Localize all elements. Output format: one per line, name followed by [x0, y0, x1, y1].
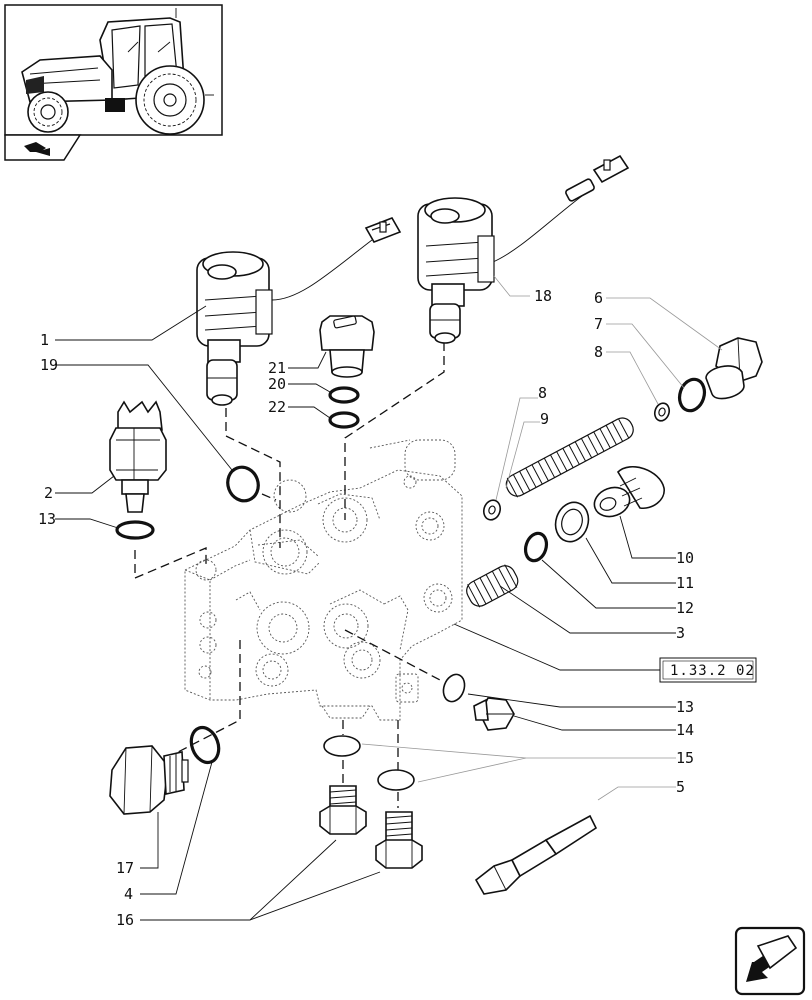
callout-label: 20: [268, 375, 286, 393]
pressure-switch: [109, 400, 167, 540]
leader-lines: [55, 275, 723, 921]
callout-label: 12: [676, 599, 694, 617]
callout-label: 4: [124, 885, 133, 903]
spring-3: [466, 564, 519, 608]
callout-labels: 1 19 2 13 21 20 22 18 6 7 8 8 9 10 11 12…: [38, 287, 694, 929]
back-arrow-icon[interactable]: [734, 926, 806, 996]
plug-21: [319, 315, 375, 429]
solenoid-valve-right: [417, 154, 630, 344]
plug-14: [473, 697, 515, 731]
callout-label: 15: [676, 749, 694, 767]
callout-label: 8: [538, 384, 547, 402]
plug-6: [705, 337, 763, 400]
callout-label: 17: [116, 859, 134, 877]
callout-label: 6: [594, 289, 603, 307]
callout-label: 18: [534, 287, 552, 305]
callout-label: 21: [268, 359, 286, 377]
callout-label: 16: [116, 911, 134, 929]
bolt-16-right: [375, 811, 423, 869]
alignment-lines: [134, 342, 445, 808]
solenoid-valve-left: [196, 217, 402, 406]
callout-label: 10: [676, 549, 694, 567]
reference-box-text: 1.33.2 02: [670, 663, 755, 679]
callout-label: 19: [40, 356, 58, 374]
callout-label: 7: [594, 315, 603, 333]
plug-17: [109, 745, 189, 815]
callout-label: 1: [40, 331, 49, 349]
pin-5: [474, 814, 598, 895]
callout-label: 13: [38, 510, 56, 528]
washer-13: [442, 673, 466, 703]
plug-10: [593, 466, 665, 518]
spring-9: [505, 417, 634, 498]
callout-label: 22: [268, 398, 286, 416]
washer-15-right: [377, 769, 415, 791]
callout-label: 11: [676, 574, 694, 592]
o-ring-7: [677, 377, 707, 413]
arrow-badge-icon: [4, 134, 82, 161]
callout-label: 5: [676, 778, 685, 796]
callout-label: 2: [44, 484, 53, 502]
o-ring-4: [189, 725, 221, 765]
callout-label: 3: [676, 624, 685, 642]
callout-label: 8: [594, 343, 603, 361]
callout-label: 14: [676, 721, 694, 739]
washer-15-left: [323, 735, 361, 757]
tractor-thumbnail-icon[interactable]: [4, 4, 223, 136]
o-ring-19: [226, 465, 260, 503]
bolt-16-left: [319, 785, 367, 835]
callout-label: 9: [540, 410, 549, 428]
o-ring-12: [523, 531, 549, 563]
reference-box[interactable]: 1.33.2 02: [659, 657, 757, 683]
callout-label: 13: [676, 698, 694, 716]
